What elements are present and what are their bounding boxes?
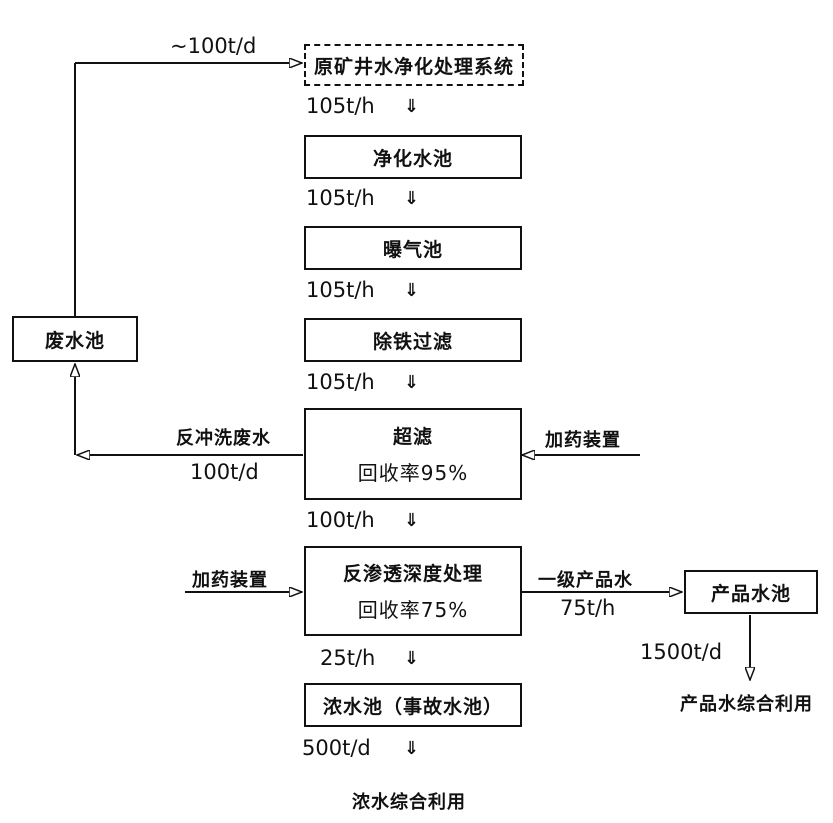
purify-pool-label: 净化水池 bbox=[372, 147, 453, 170]
iron-filter-label: 除铁过滤 bbox=[372, 330, 453, 353]
aeration-pool-box: 曝气池 bbox=[304, 226, 522, 270]
ro-label: 反渗透深度处理 bbox=[342, 563, 483, 585]
down-arrow-icon: ⇓ bbox=[404, 648, 420, 669]
concentrate-use-label: 浓水综合利用 bbox=[352, 792, 466, 813]
ultrafilter-rate: 回收率95% bbox=[357, 461, 469, 485]
flow-label-4: 105t/h bbox=[306, 370, 375, 394]
product-flow-label: 75t/h bbox=[560, 596, 616, 620]
down-arrow-icon: ⇓ bbox=[404, 188, 420, 209]
down-arrow-icon: ⇓ bbox=[404, 280, 420, 301]
ro-box: 反渗透深度处理 回收率75% bbox=[304, 546, 522, 636]
waste-pool-label: 废水池 bbox=[44, 329, 105, 352]
down-arrow-icon: ⇓ bbox=[404, 738, 420, 759]
flow-label-2: 105t/h bbox=[306, 186, 375, 210]
product-use-label: 产品水综合利用 bbox=[680, 694, 813, 715]
product-pool-box: 产品水池 bbox=[684, 570, 818, 614]
flow-label-7: 500t/d bbox=[302, 736, 371, 760]
flow-label-5: 100t/h bbox=[306, 508, 375, 532]
concentrate-pool-box: 浓水池（事故水池） bbox=[304, 683, 522, 727]
dosing-uf-label: 加药装置 bbox=[545, 430, 621, 451]
backwash-label: 反冲洗废水 bbox=[176, 428, 271, 449]
product-pool-label: 产品水池 bbox=[710, 582, 791, 605]
ultrafilter-box: 超滤 回收率95% bbox=[304, 408, 522, 500]
product-water-label: 一级产品水 bbox=[538, 570, 633, 591]
flow-label-3: 105t/h bbox=[306, 278, 375, 302]
raw-system-label: 原矿井水净化处理系统 bbox=[313, 55, 514, 78]
backwash-flow-label: 100t/d bbox=[190, 460, 259, 484]
down-arrow-icon: ⇓ bbox=[404, 510, 420, 531]
return-flow-label: ~100t/d bbox=[170, 34, 257, 58]
flow-label-1: 105t/h bbox=[306, 94, 375, 118]
waste-pool-box: 废水池 bbox=[12, 316, 138, 362]
dosing-ro-label: 加药装置 bbox=[192, 570, 268, 591]
iron-filter-box: 除铁过滤 bbox=[304, 318, 522, 362]
flow-label-6: 25t/h bbox=[320, 646, 376, 670]
ultrafilter-label: 超滤 bbox=[392, 426, 433, 448]
product-daily-label: 1500t/d bbox=[640, 640, 723, 664]
ro-rate: 回收率75% bbox=[357, 598, 469, 622]
purify-pool-box: 净化水池 bbox=[304, 135, 522, 179]
down-arrow-icon: ⇓ bbox=[404, 96, 420, 117]
aeration-pool-label: 曝气池 bbox=[382, 238, 443, 261]
concentrate-pool-label: 浓水池（事故水池） bbox=[322, 695, 503, 718]
down-arrow-icon: ⇓ bbox=[404, 372, 420, 393]
raw-system-box: 原矿井水净化处理系统 bbox=[304, 44, 524, 86]
